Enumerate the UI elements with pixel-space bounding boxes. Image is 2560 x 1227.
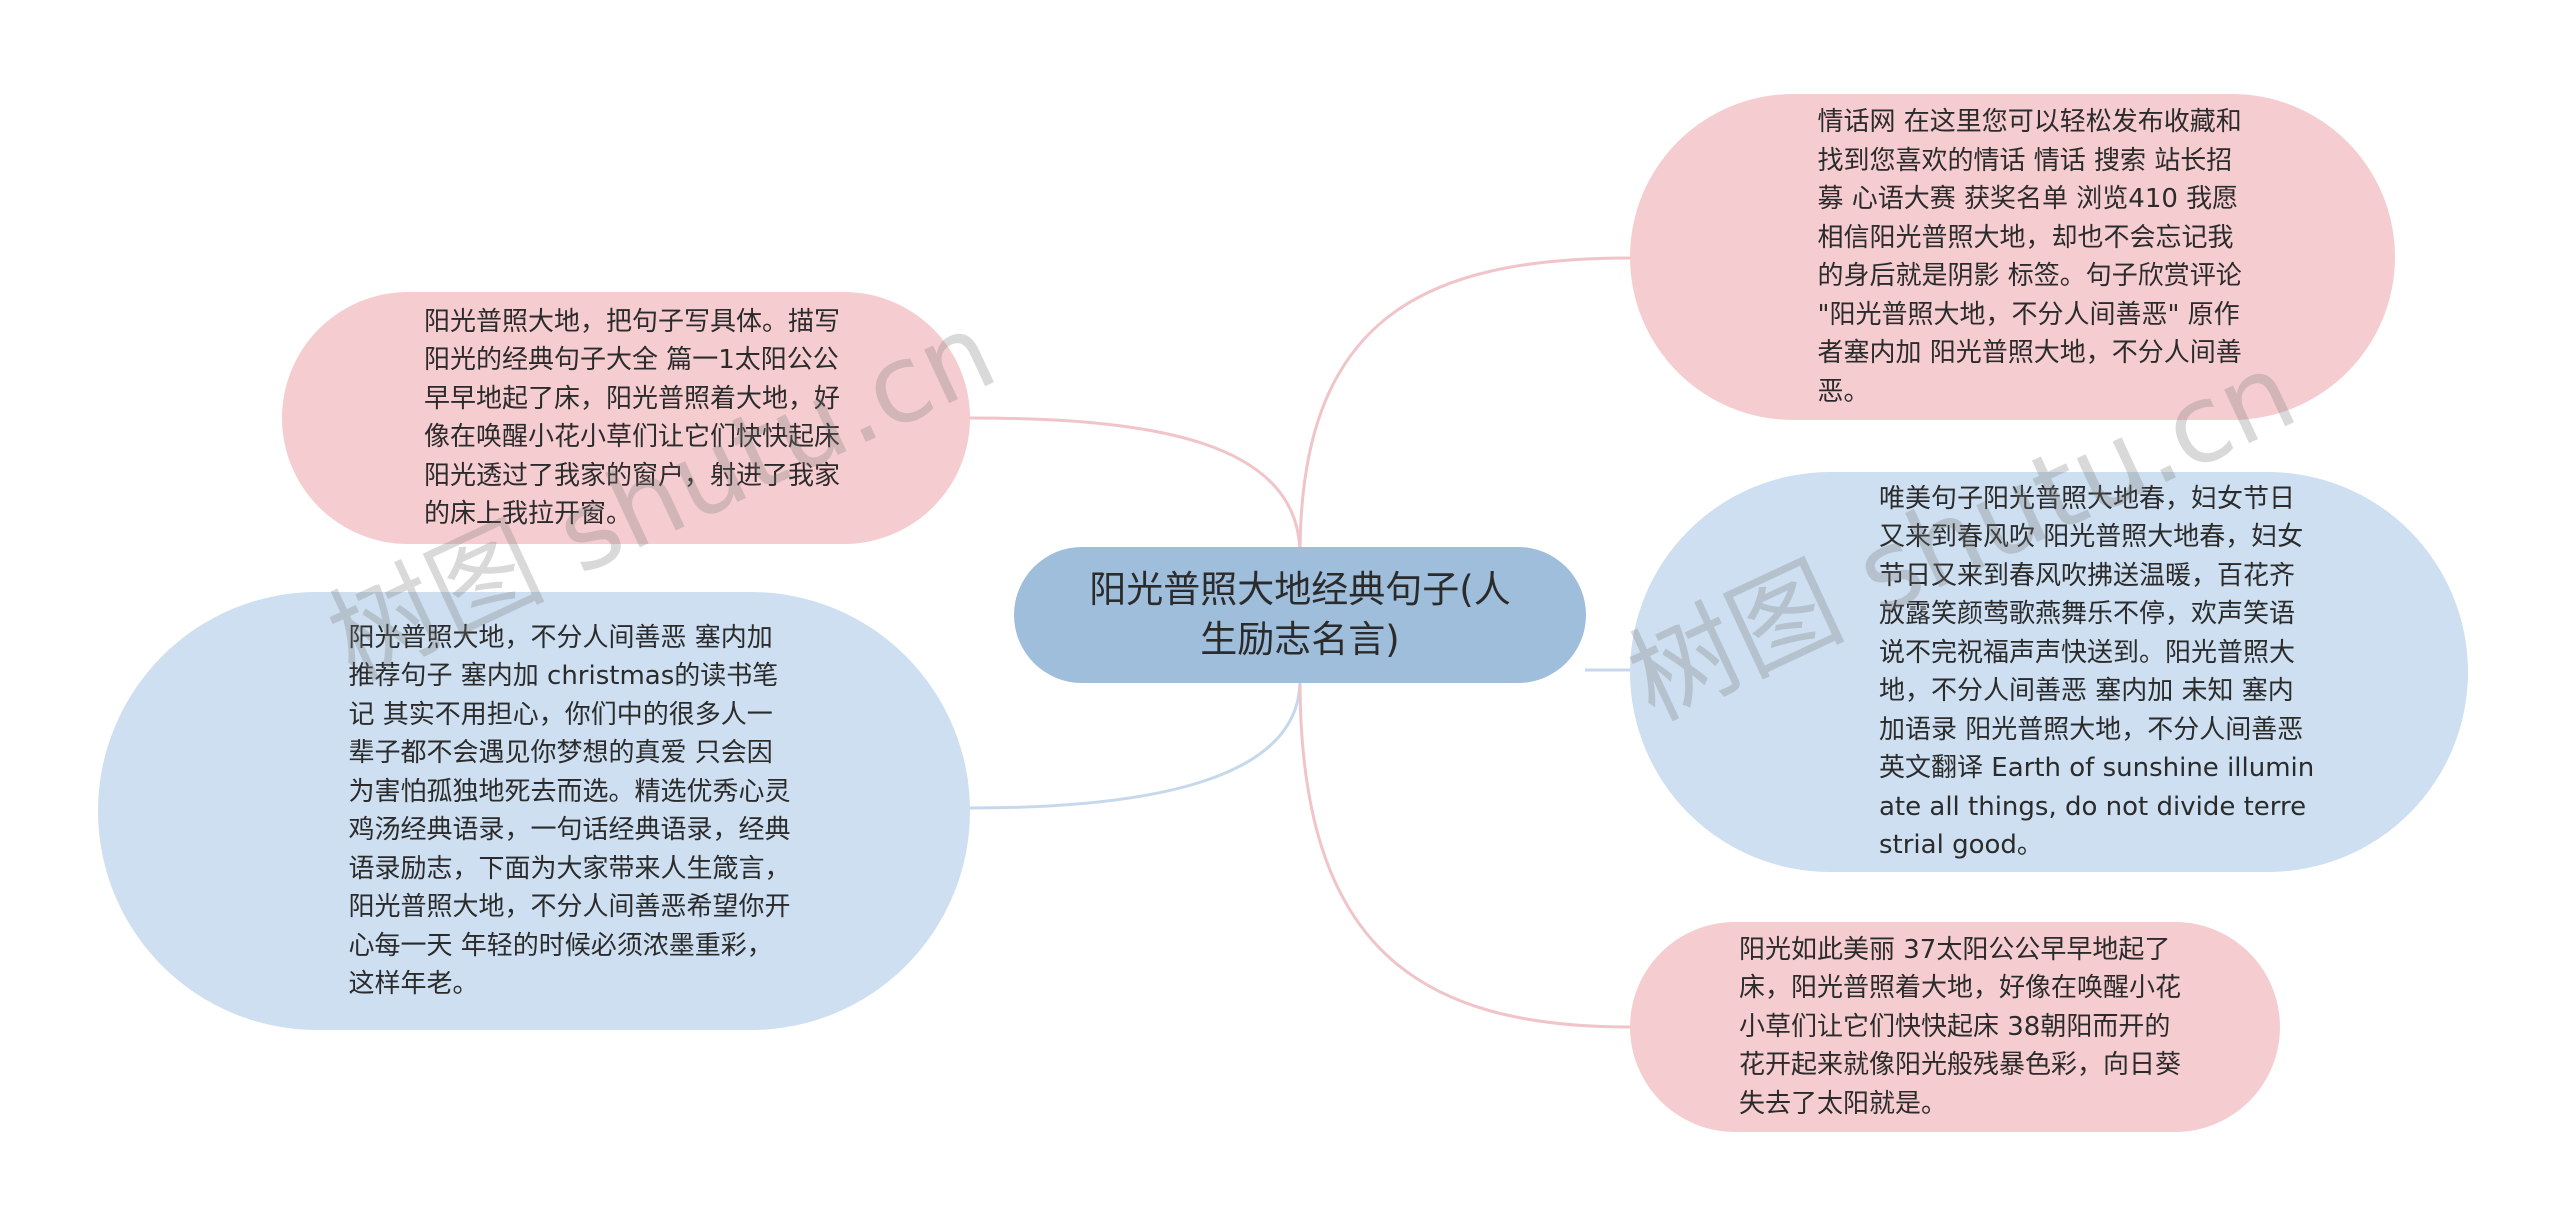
- root-node[interactable]: 阳光普照大地经典句子(人生励志名言): [1014, 547, 1586, 683]
- link-right-top: [1298, 256, 1631, 556]
- link-right-bottom: [1298, 679, 1631, 1029]
- node-right-top-text: 情话网 在这里您可以轻松发布收藏和找到您喜欢的情话 情话 搜索 站长招募 心语大…: [1817, 107, 2242, 407]
- node-left-top[interactable]: 阳光普照大地，把句子写具体。描写阳光的经典句子大全 篇一1太阳公公早早地起了床，…: [282, 292, 970, 544]
- node-right-bottom[interactable]: 阳光如此美丽 37太阳公公早早地起了床，阳光普照着大地，好像在唤醒小花小草们让它…: [1630, 922, 2280, 1132]
- link-left-top: [969, 416, 1302, 556]
- node-right-middle[interactable]: 唯美句子阳光普照大地春，妇女节日又来到春风吹 阳光普照大地春，妇女节日又来到春风…: [1630, 472, 2468, 872]
- node-right-middle-text: 唯美句子阳光普照大地春，妇女节日又来到春风吹 阳光普照大地春，妇女节日又来到春风…: [1879, 483, 2315, 861]
- node-left-bottom-text: 阳光普照大地，不分人间善恶 塞内加 推荐句子 塞内加 christmas的读书笔…: [348, 622, 791, 1000]
- node-right-top[interactable]: 情话网 在这里您可以轻松发布收藏和找到您喜欢的情话 情话 搜索 站长招募 心语大…: [1630, 94, 2395, 420]
- node-left-top-text: 阳光普照大地，把句子写具体。描写阳光的经典句子大全 篇一1太阳公公早早地起了床，…: [424, 306, 841, 530]
- node-right-bottom-text: 阳光如此美丽 37太阳公公早早地起了床，阳光普照着大地，好像在唤醒小花小草们让它…: [1739, 934, 2182, 1119]
- node-left-bottom[interactable]: 阳光普照大地，不分人间善恶 塞内加 推荐句子 塞内加 christmas的读书笔…: [98, 592, 970, 1030]
- link-left-bottom: [969, 679, 1302, 810]
- root-title: 阳光普照大地经典句子(人生励志名言): [1089, 568, 1511, 661]
